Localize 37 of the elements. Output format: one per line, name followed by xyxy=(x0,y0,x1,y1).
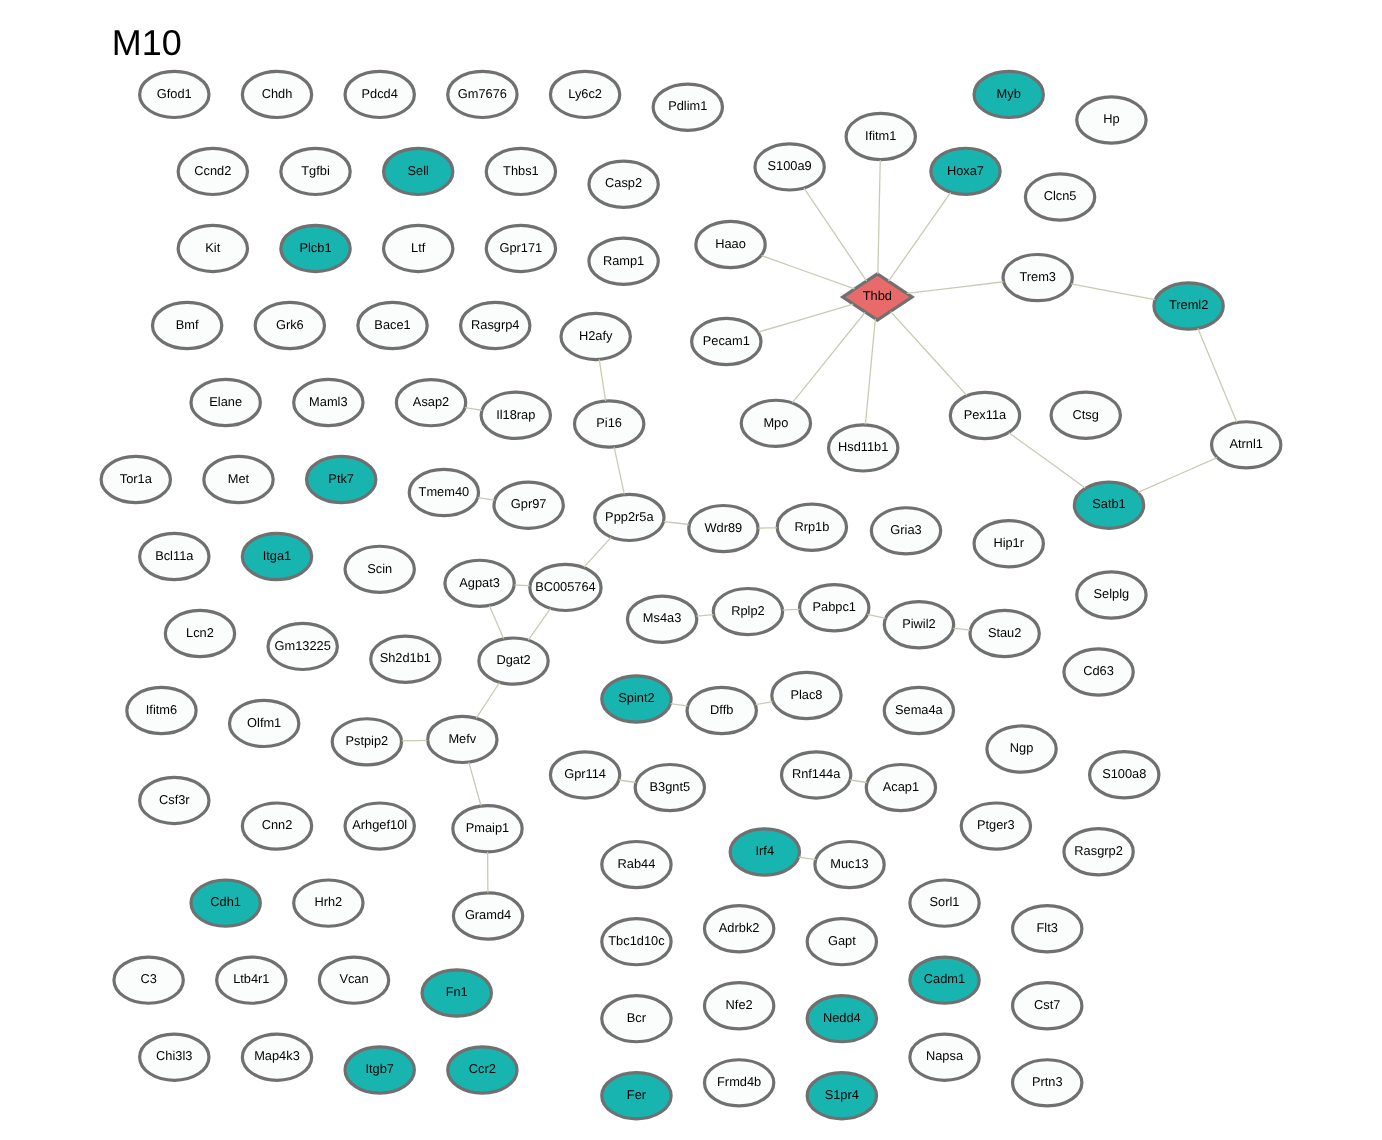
connector xyxy=(877,159,881,275)
connector xyxy=(475,681,501,719)
connector xyxy=(583,536,612,568)
connector xyxy=(468,761,482,807)
connector xyxy=(757,527,778,529)
connector xyxy=(866,613,887,619)
connector xyxy=(803,187,868,282)
connector xyxy=(598,358,607,402)
connector xyxy=(864,318,876,426)
connector xyxy=(887,191,952,282)
connector xyxy=(513,584,531,587)
connector xyxy=(760,254,856,290)
connector xyxy=(791,311,866,404)
connector xyxy=(613,446,625,495)
connector xyxy=(464,407,483,411)
diagram-title: M10 xyxy=(111,23,182,64)
connector xyxy=(670,703,689,707)
connector xyxy=(1070,283,1156,301)
connector xyxy=(890,310,968,397)
connector xyxy=(695,614,715,617)
connector xyxy=(487,851,489,894)
connector xyxy=(849,779,868,784)
connector xyxy=(663,520,690,526)
connector xyxy=(488,605,505,640)
connector xyxy=(757,303,854,333)
connector xyxy=(952,627,971,631)
connector xyxy=(527,608,552,641)
connector xyxy=(755,700,774,706)
connector xyxy=(401,739,428,742)
connector xyxy=(1008,432,1086,489)
connector xyxy=(477,496,496,501)
connector xyxy=(618,779,637,784)
connector xyxy=(1137,457,1218,494)
connector xyxy=(1197,327,1238,423)
connector xyxy=(781,608,801,611)
connector xyxy=(906,281,1005,295)
connector xyxy=(798,856,817,861)
